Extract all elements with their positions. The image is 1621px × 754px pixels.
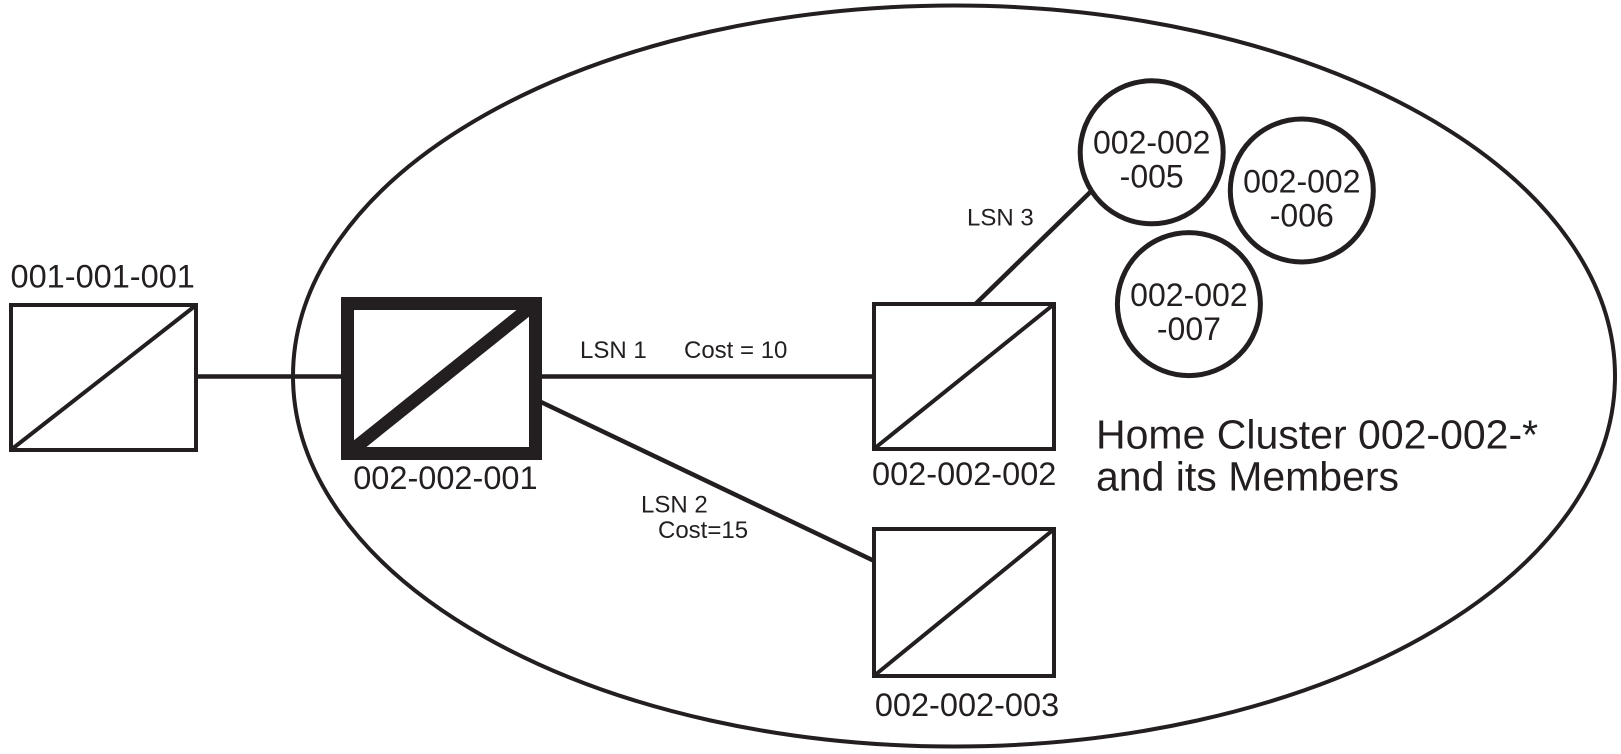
diagram-title-line2: and its Members (1096, 454, 1399, 500)
link-lsn1-cost-label: Cost = 10 (684, 337, 787, 364)
node-002-002-003-label: 002-002-003 (875, 687, 1059, 723)
node-001-001-001-diagonal (10, 304, 197, 451)
node-002-002-003: 002-002-003 (872, 527, 1059, 723)
member-circle-002-002-007: 002-002 -007 (1114, 230, 1263, 379)
diagram-title: Home Cluster 002-002-* and its Members (1096, 412, 1538, 500)
link-lsn1-label: LSN 1 (580, 337, 647, 364)
link-lsn2-cost-label: Cost=15 (658, 517, 748, 544)
member-circle-002-002-005-label-line1: 002-002 (1093, 124, 1210, 160)
node-001-001-001-label: 001-001-001 (11, 259, 195, 295)
member-circle-002-002-007-shape (1114, 230, 1263, 379)
node-002-002-002-diagonal (873, 303, 1055, 450)
node-002-002-002: 002-002-002 (872, 302, 1056, 492)
node-001-001-001: 001-001-001 (9, 259, 198, 452)
link-lsn3-label: LSN 3 (967, 205, 1034, 232)
link-lsn2 (519, 389, 891, 571)
member-circle-002-002-006: 002-002 -006 (1227, 116, 1376, 265)
node-002-002-001: 002-002-001 (341, 297, 542, 496)
diagram-title-line1: Home Cluster 002-002-* (1096, 412, 1538, 458)
node-002-002-003-diagonal (873, 528, 1055, 677)
member-circle-002-002-005-shape (1077, 78, 1226, 227)
member-circle-002-002-006-label-line2: -006 (1270, 198, 1334, 234)
member-circle-002-002-006-label-line1: 002-002 (1243, 164, 1360, 200)
node-002-002-001-diagonal (346, 300, 537, 457)
member-circle-002-002-006-shape (1227, 116, 1376, 265)
member-circle-002-002-007-label-line1: 002-002 (1130, 277, 1247, 313)
link-lsn2-label: LSN 2 (641, 492, 708, 519)
member-circle-002-002-005: 002-002 -005 (1077, 78, 1226, 227)
node-002-002-001-label: 002-002-001 (353, 460, 537, 496)
node-002-002-002-label: 002-002-002 (872, 456, 1056, 492)
member-circle-002-002-005-label-line2: -005 (1120, 158, 1184, 194)
link-lsn3 (953, 166, 1117, 326)
member-circle-002-002-007-label-line2: -007 (1157, 311, 1221, 347)
